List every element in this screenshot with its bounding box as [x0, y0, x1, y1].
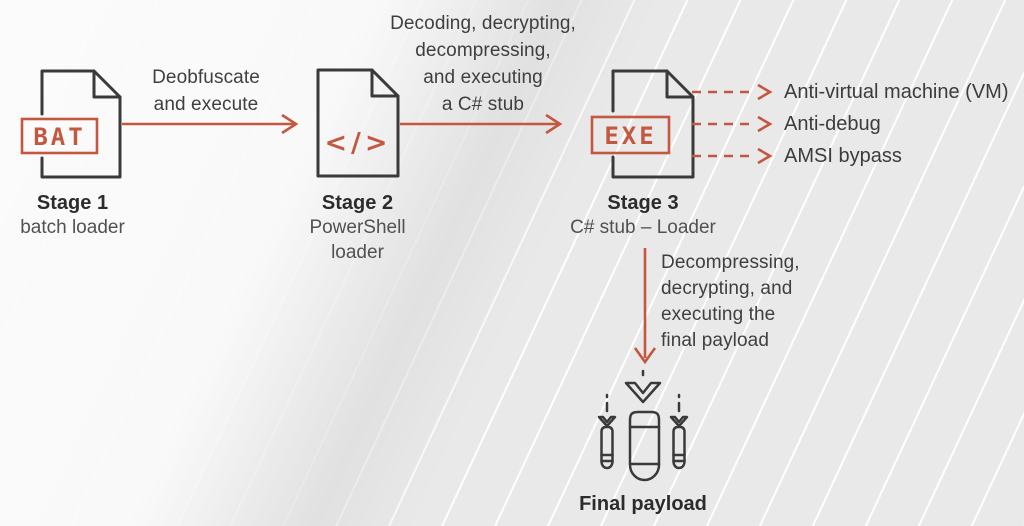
- document-fold: [92, 69, 122, 99]
- evasion-item-anti-vm: Anti-virtual machine (VM): [784, 81, 1009, 103]
- transition-3-line: Decompressing,: [661, 252, 800, 273]
- transition-1-line: Deobfuscate: [152, 67, 260, 88]
- exe-file-icon: EXE: [590, 69, 695, 179]
- bomb-fin: [624, 381, 662, 404]
- transition-2-line: decompressing,: [415, 40, 551, 61]
- bomb-fin: [597, 415, 617, 428]
- final-payload-caption: Final payload: [579, 493, 707, 515]
- evasion-item-anti-debug: Anti-debug: [784, 113, 881, 135]
- dashed-arrow-head: [757, 83, 773, 101]
- stage-1-subtitle: batch loader: [20, 217, 125, 238]
- stage-2-title: Stage 2: [321, 192, 394, 214]
- transition-3-label: Decompressing, decrypting, and executing…: [661, 250, 841, 354]
- dashed-arrow-head: [757, 115, 773, 133]
- bomb-small: [597, 393, 617, 470]
- transition-2-line: and executing: [423, 67, 543, 88]
- bomb-small: [669, 393, 689, 470]
- bat-badge-box: [20, 117, 99, 155]
- final-payload-bombs-icon: [597, 369, 689, 482]
- code-file-icon: </>: [316, 68, 400, 178]
- document-fold: [665, 69, 695, 99]
- arrow-right-2: [400, 113, 563, 135]
- evasion-item-amsi-bypass: AMSI bypass: [784, 145, 902, 167]
- arrow-head: [633, 347, 657, 365]
- exe-badge-box: [590, 115, 671, 155]
- stage-1-caption: Stage 1 batch loader: [0, 191, 145, 240]
- transition-3-line: final payload: [661, 330, 769, 351]
- stage-3-caption: Stage 3 C# stub – Loader: [570, 191, 716, 240]
- transition-2-label: Decoding, decrypting, decompressing, and…: [386, 10, 580, 118]
- bat-badge-text: BAT: [33, 123, 85, 151]
- transition-2-line: a C# stub: [441, 94, 525, 115]
- exe-badge-text: EXE: [604, 122, 656, 150]
- stage-1-title: Stage 1: [36, 192, 109, 214]
- stage-3-title: Stage 3: [607, 192, 679, 214]
- arrow-down: [633, 248, 657, 365]
- transition-3-line: decrypting, and: [661, 278, 793, 299]
- arrow-right-1: [122, 113, 299, 135]
- document-outline: [316, 68, 400, 178]
- arrow-head: [281, 113, 299, 135]
- bomb-body: [600, 425, 614, 470]
- bomb-large: [624, 369, 662, 482]
- stage-2-caption: Stage 2 PowerShell loader: [285, 191, 430, 265]
- arrow-head: [545, 113, 563, 135]
- bat-file-icon: BAT: [20, 69, 122, 179]
- transition-1-line: and execute: [153, 94, 259, 115]
- stage-3-subtitle: C# stub – Loader: [570, 217, 716, 238]
- transition-2-line: Decoding, decrypting,: [390, 13, 576, 34]
- transition-1-label: Deobfuscate and execute: [118, 64, 294, 118]
- stage-2-subtitle: PowerShell loader: [309, 217, 406, 263]
- transition-3-line: executing the: [661, 304, 776, 325]
- code-badge-text: </>: [324, 128, 391, 159]
- document-fold: [370, 68, 400, 98]
- evasion-dashed-arrows: [692, 83, 773, 165]
- dashed-arrow-head: [757, 147, 773, 165]
- bomb-body: [628, 410, 661, 482]
